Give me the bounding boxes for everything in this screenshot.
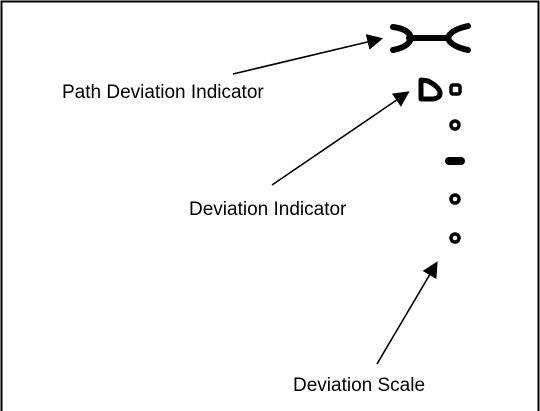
scale-dot-icon bbox=[449, 83, 462, 96]
deviation-indicator-arrow bbox=[271, 91, 410, 186]
deviation-indicator-label: Deviation Indicator bbox=[189, 199, 347, 220]
path-deviation-arrow bbox=[232, 34, 384, 75]
scale-dot-icon bbox=[449, 193, 461, 205]
scale-center-bar-icon bbox=[445, 157, 465, 165]
deviation-scale-label: Deviation Scale bbox=[293, 375, 425, 396]
path-deviation-label: Path Deviation Indicator bbox=[62, 82, 264, 103]
scale-dot-icon bbox=[449, 232, 461, 244]
deviation-indicator-icon bbox=[418, 77, 443, 102]
scale-dot-icon bbox=[449, 119, 461, 131]
path-deviation-icon bbox=[390, 23, 471, 53]
deviation-scale-arrow bbox=[376, 261, 438, 365]
